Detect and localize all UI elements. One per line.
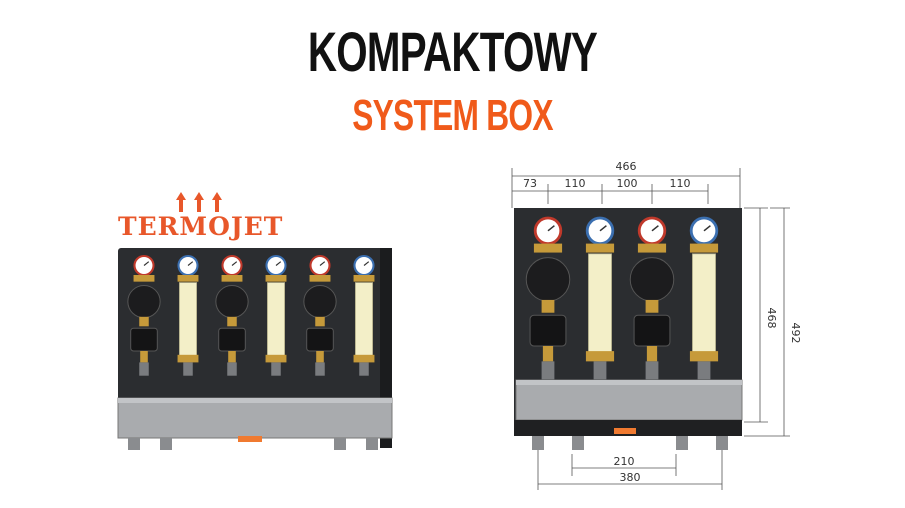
pump-module xyxy=(303,254,337,376)
manifold-top-edge xyxy=(516,380,742,385)
page-subtitle: SYSTEM BOX xyxy=(352,91,553,140)
module-group xyxy=(127,254,375,376)
dim-inner-height: 468 xyxy=(765,308,778,329)
brass-fitting xyxy=(228,351,236,363)
circulation-pump-icon xyxy=(629,257,675,302)
circulation-pump-icon xyxy=(525,257,571,302)
pipe-section xyxy=(692,253,716,355)
gauge-needle xyxy=(363,261,370,266)
dim-outer-width: 380 xyxy=(620,471,641,484)
gauge-needle xyxy=(599,225,607,232)
brass-fitting xyxy=(689,243,719,253)
manifold-stub xyxy=(541,361,555,380)
manifold-stub xyxy=(227,362,237,376)
pipe-section xyxy=(588,253,612,355)
page-title: KOMPAKTOWY xyxy=(307,20,598,83)
gauge-needle xyxy=(703,225,711,232)
pump-module xyxy=(629,216,675,380)
pump-module xyxy=(525,216,571,380)
drain-valve xyxy=(614,428,636,434)
gauge-needle xyxy=(319,261,326,266)
brass-fitting xyxy=(221,275,243,282)
valve-actuator-icon xyxy=(529,314,567,347)
pipe-module xyxy=(585,216,615,380)
manifold-box xyxy=(515,379,743,421)
brass-fitting xyxy=(315,316,325,327)
gauge-needle xyxy=(547,225,555,232)
manifold-stub xyxy=(645,361,659,380)
manifold-stub xyxy=(593,361,607,380)
brass-fitting xyxy=(646,346,658,362)
brass-fitting xyxy=(140,351,148,363)
pipe-section xyxy=(267,282,285,358)
dim-segment-3: 100 xyxy=(617,177,638,190)
brass-fitting xyxy=(533,243,563,253)
brass-fitting xyxy=(309,275,331,282)
brass-fitting xyxy=(177,275,199,282)
module-group xyxy=(525,216,719,380)
manifold-stub xyxy=(315,362,325,376)
dim-segment-4: 110 xyxy=(670,177,691,190)
pump-module xyxy=(127,254,161,376)
pipe-section xyxy=(355,282,373,358)
brand-logo: TERMOJET xyxy=(118,212,284,241)
brass-fitting xyxy=(353,275,375,282)
dim-segment-1: 73 xyxy=(523,177,537,190)
brass-fitting xyxy=(645,299,659,313)
valve-actuator-icon xyxy=(218,327,246,352)
brass-fitting xyxy=(177,354,199,363)
gauge-needle xyxy=(143,261,150,266)
brass-fitting xyxy=(227,316,237,327)
gauge-needle xyxy=(187,261,194,266)
valve-actuator-icon xyxy=(130,327,158,352)
drain-valve xyxy=(238,436,262,442)
pipe-module xyxy=(177,254,199,376)
brass-fitting xyxy=(265,275,287,282)
manifold-top-edge xyxy=(118,398,392,403)
manifold-stub xyxy=(183,362,193,376)
brass-fitting xyxy=(265,354,287,363)
brass-fitting xyxy=(542,346,554,362)
circulation-pump-icon xyxy=(215,284,249,319)
manifold-stub xyxy=(697,361,711,380)
gauge-needle xyxy=(231,261,238,266)
right-system-box-drawing: 466 73 110 100 110 468 492 210 380 xyxy=(511,160,800,490)
valve-actuator-icon xyxy=(306,327,334,352)
brass-fitting xyxy=(316,351,324,363)
dim-segment-2: 110 xyxy=(565,177,586,190)
brass-fitting xyxy=(637,243,667,253)
valve-actuator-icon xyxy=(633,314,671,347)
manifold-stub xyxy=(139,362,149,376)
dim-outer-height: 492 xyxy=(789,323,800,344)
manifold-box xyxy=(117,397,393,439)
pipe-module xyxy=(353,254,375,376)
brand-arrows-icon xyxy=(176,192,222,212)
manifold-stub xyxy=(271,362,281,376)
brass-fitting xyxy=(689,351,719,362)
pipe-module xyxy=(265,254,287,376)
pipe-section xyxy=(179,282,197,358)
circulation-pump-icon xyxy=(303,284,337,319)
manifold-stub xyxy=(359,362,369,376)
brass-fitting xyxy=(353,354,375,363)
pipe-module xyxy=(689,216,719,380)
gauge-needle xyxy=(275,261,282,266)
brass-fitting xyxy=(133,275,155,282)
gauge-needle xyxy=(651,225,659,232)
brass-fitting xyxy=(585,351,615,362)
dim-inner-width: 210 xyxy=(614,455,635,468)
brass-fitting xyxy=(139,316,149,327)
pump-module xyxy=(215,254,249,376)
circulation-pump-icon xyxy=(127,284,161,319)
dim-total-width: 466 xyxy=(616,160,637,173)
brass-fitting xyxy=(541,299,555,313)
left-system-box xyxy=(117,248,393,450)
brass-fitting xyxy=(585,243,615,253)
